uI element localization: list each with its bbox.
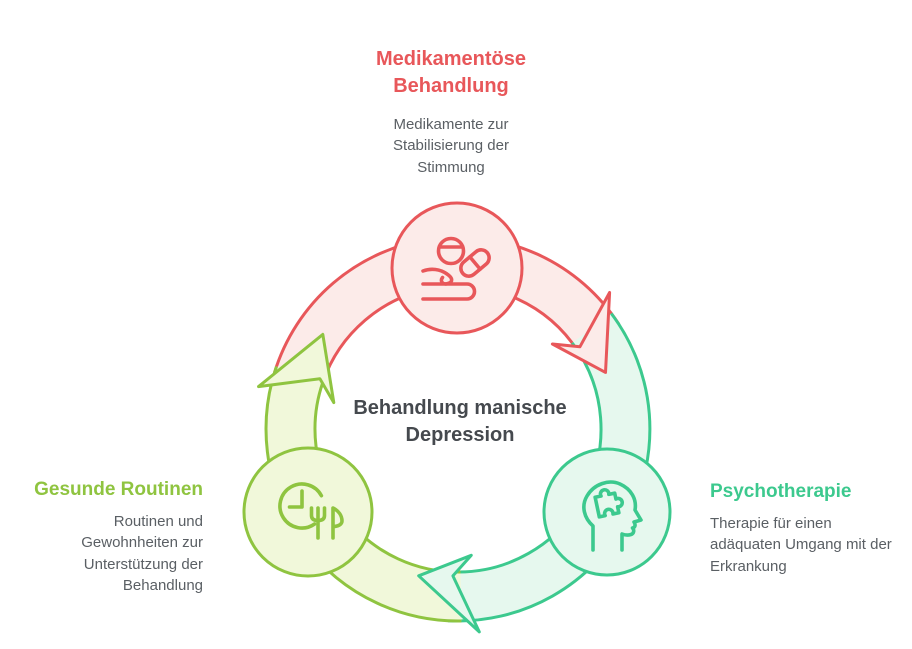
band-medication bbox=[274, 237, 619, 388]
node-label-medication: Medikamentöse Behandlung bbox=[375, 48, 527, 97]
node-label-psychotherapy: Psychotherapie bbox=[710, 481, 852, 502]
node-label-routines: Gesunde Routinen bbox=[34, 479, 203, 500]
node-description-medication: Medikamente zur Stabilisierung der Stimm… bbox=[393, 116, 509, 176]
node-circle-routines bbox=[242, 446, 374, 578]
diagram-title: Behandlung manische Depression bbox=[353, 397, 567, 446]
head-with-puzzle-icon bbox=[582, 480, 643, 552]
arrowhead-psychotherapy-to-routines bbox=[417, 553, 481, 634]
hand-with-pills-icon bbox=[421, 236, 491, 301]
clock-with-cutlery-icon bbox=[278, 482, 344, 540]
node-circle-medication bbox=[390, 201, 524, 335]
node-description-psychotherapy: Therapie für einen adäquaten Umgang mit … bbox=[710, 515, 892, 575]
arrowhead-medication-to-psychotherapy bbox=[550, 291, 612, 374]
arrowhead-routines-to-medication bbox=[257, 332, 336, 405]
node-circle-psychotherapy bbox=[542, 447, 672, 577]
node-description-routines: Routinen und Gewohnheiten zur Unterstütz… bbox=[81, 513, 203, 594]
